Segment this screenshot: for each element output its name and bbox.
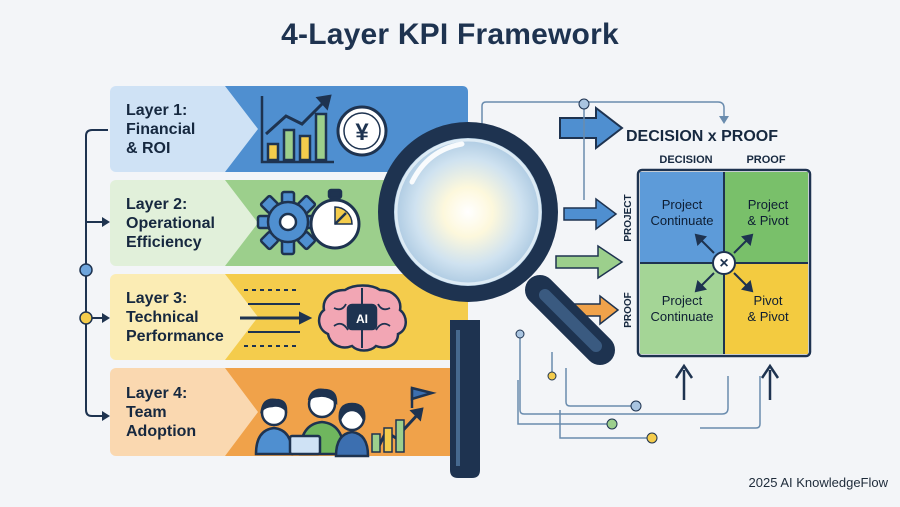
matrix-col-header-1: DECISION bbox=[659, 154, 712, 166]
matrix-row-label-1: PROJECT bbox=[623, 194, 634, 241]
decision-proof-matrix bbox=[636, 168, 812, 358]
connector-arrowhead-4 bbox=[102, 411, 110, 421]
connector-dots bbox=[515, 98, 658, 444]
footer-credit: 2025 AI KnowledgeFlow bbox=[748, 475, 888, 490]
flow-arrow-green bbox=[555, 244, 624, 280]
connector-arrowhead-2 bbox=[102, 217, 110, 227]
matrix-center-symbol: × bbox=[719, 255, 728, 272]
matrix-row-label-2: PROOF bbox=[623, 292, 634, 328]
ai-speed-lines bbox=[240, 289, 313, 347]
chart-yen-icon bbox=[260, 94, 388, 164]
page-title: 4-Layer KPI Framework bbox=[281, 18, 619, 51]
gear-stopwatch-icon bbox=[256, 188, 361, 256]
matrix-center-node bbox=[712, 251, 736, 275]
thin-arrowhead-top bbox=[719, 116, 729, 124]
matrix-bottom-arrows bbox=[674, 363, 780, 400]
matrix-title: DECISION x PROOF bbox=[626, 128, 778, 145]
connector-node-blue bbox=[79, 263, 93, 277]
layer-2-label: Layer 2: Operational Efficiency bbox=[126, 196, 215, 251]
flow-arrow-blue bbox=[559, 105, 624, 151]
magnifying-glass-icon bbox=[378, 122, 615, 478]
thin-connector-lines bbox=[481, 101, 761, 439]
layer-4-label: Layer 4: Team Adoption bbox=[126, 385, 197, 440]
matrix-cell-text-top-right: Project& Pivot bbox=[747, 197, 789, 228]
flow-arrow-blue-small bbox=[563, 197, 618, 231]
connector-node-yellow bbox=[79, 311, 93, 325]
team-growth-icon bbox=[254, 386, 437, 458]
matrix-col-header-2: PROOF bbox=[746, 154, 785, 166]
layer-1-label: Layer 1: Financial & ROI bbox=[126, 102, 196, 157]
layer-3-label: Layer 3: Technical Performance bbox=[126, 290, 224, 345]
ai-brain-icon bbox=[317, 284, 407, 352]
matrix-cell-text-bottom-right: Pivot& Pivot bbox=[747, 293, 789, 324]
connector-arrowhead-3 bbox=[102, 313, 110, 323]
ai-label: AI bbox=[356, 312, 368, 326]
yen-symbol: ¥ bbox=[355, 119, 369, 146]
